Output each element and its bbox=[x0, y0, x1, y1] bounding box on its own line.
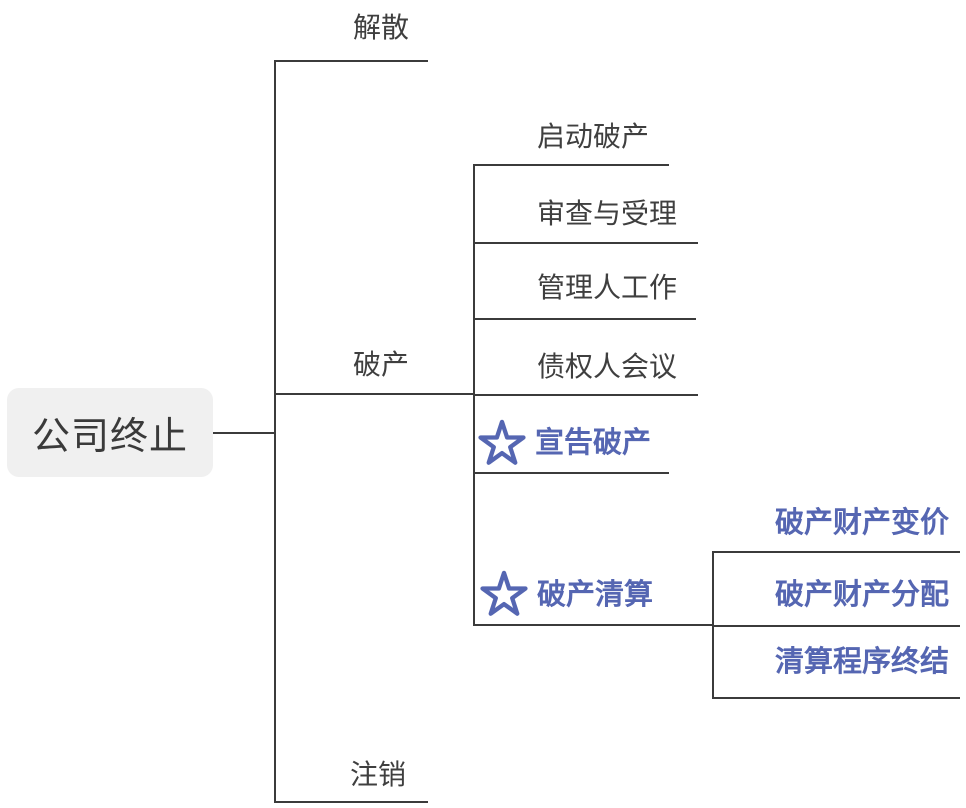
underline-property-distribution bbox=[712, 625, 960, 627]
underline-procedure-termination bbox=[712, 697, 960, 699]
topic-bankruptcy-liquidation[interactable]: 破产清算 bbox=[537, 579, 654, 611]
topic-declare-bankruptcy[interactable]: 宣告破产 bbox=[535, 427, 652, 459]
underline-bankruptcy bbox=[274, 393, 475, 395]
trunk-level1 bbox=[274, 60, 276, 803]
underline-review-acceptance bbox=[473, 242, 698, 244]
topic-procedure-termination[interactable]: 清算程序终结 bbox=[775, 646, 950, 678]
connector-root-to-branches bbox=[213, 432, 275, 434]
topic-administrator-work[interactable]: 管理人工作 bbox=[537, 272, 678, 303]
underline-initiate-bankruptcy bbox=[473, 164, 669, 166]
underline-deregistration bbox=[274, 801, 428, 803]
star-icon[interactable] bbox=[478, 419, 526, 467]
underline-declare-bankruptcy bbox=[473, 472, 669, 474]
underline-bankruptcy-liquidation bbox=[473, 624, 714, 626]
topic-property-realization[interactable]: 破产财产变价 bbox=[775, 507, 950, 539]
topic-creditors-meeting[interactable]: 债权人会议 bbox=[537, 351, 678, 382]
topic-bankruptcy[interactable]: 破产 bbox=[353, 349, 410, 380]
topic-dissolution[interactable]: 解散 bbox=[353, 12, 410, 43]
underline-creditors-meeting bbox=[473, 394, 698, 396]
topic-review-acceptance[interactable]: 审查与受理 bbox=[537, 198, 678, 229]
topic-property-distribution[interactable]: 破产财产分配 bbox=[775, 579, 950, 611]
underline-dissolution bbox=[274, 60, 428, 62]
topic-initiate-bankruptcy[interactable]: 启动破产 bbox=[537, 121, 650, 152]
star-icon[interactable] bbox=[480, 570, 528, 618]
underline-property-realization bbox=[712, 551, 960, 553]
root-topic-label: 公司终止 bbox=[31, 416, 188, 458]
underline-administrator-work bbox=[473, 318, 696, 320]
topic-deregistration[interactable]: 注销 bbox=[350, 759, 407, 790]
root-topic[interactable]: 公司终止 bbox=[7, 388, 213, 477]
